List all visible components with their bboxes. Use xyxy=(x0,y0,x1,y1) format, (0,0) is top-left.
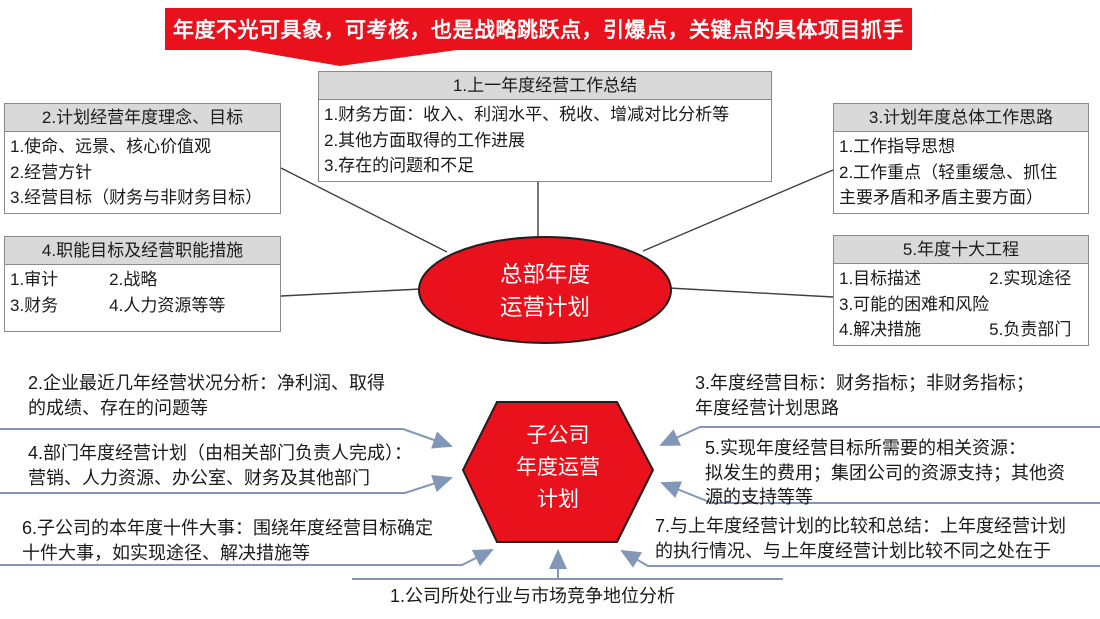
arrow-note7 xyxy=(620,550,1100,568)
hq-box-3-overall-work-approach: 3.计划年度总体工作思路 1.工作指导思想 2.工作重点（轻重缓急、抓住 主要矛… xyxy=(833,103,1089,214)
arrow-note3 xyxy=(659,426,1100,446)
box-body: 1.目标描述 2.实现途径 3.可能的困难和风险 4.解决措施 5.负责部门 xyxy=(839,269,1072,339)
hq-box-4-functional-goals-measures: 4.职能目标及经营职能措施 1.审计 2.战略 3.财务 4.人力资源等等 xyxy=(4,236,281,332)
connector-box4 xyxy=(280,288,422,297)
hq-plan-ellipse xyxy=(418,236,672,344)
arrow-note6 xyxy=(0,549,494,567)
box-title: 2.计划经营年度理念、目标 xyxy=(5,104,280,132)
banner-text: 年度不光可具象，可考核，也是战略跳跃点，引爆点，关键点的具体项目抓手 xyxy=(173,19,904,42)
box-title: 3.计划年度总体工作思路 xyxy=(834,104,1088,132)
note-3-annual-goals: 3.年度经营目标：财务指标；非财务指标； 年度经营计划思路 xyxy=(695,373,1035,418)
note-1-industry-position: 1.公司所处行业与市场竞争地位分析 xyxy=(390,586,676,606)
box-title: 5.年度十大工程 xyxy=(834,236,1088,264)
subsidiary-plan-label: 子公司 年度运营 计划 xyxy=(516,424,600,511)
hq-box-1-prev-year-summary: 1.上一年度经营工作总结 1.财务方面：收入、利润水平、税收、增减对比分析等 2… xyxy=(318,71,772,182)
note-6-ten-major-events: 6.子公司的本年度十件大事：围绕年度经营目标确定 十件大事，如实现途径、解决措施… xyxy=(22,518,434,563)
note-5-required-resources: 5.实现年度经营目标所需要的相关资源： 拟发生的费用；集团公司的资源支持；其他资… xyxy=(705,438,1065,507)
hq-plan-label: 总部年度 运营计划 xyxy=(499,262,590,320)
note-4-department-plans: 4.部门年度经营计划（由相关部门负责人完成）： 营销、人力资源、办公室、财务及其… xyxy=(28,443,413,488)
box-body: 1.财务方面：收入、利润水平、税收、增减对比分析等 2.其他方面取得的工作进展 … xyxy=(324,105,730,175)
connector-box3 xyxy=(642,169,834,252)
arrow-note4 xyxy=(0,475,453,494)
connector-box2 xyxy=(280,167,448,253)
box-body: 1.使命、远景、核心价值观 2.经营方针 3.经营目标（财务与非财务目标） xyxy=(10,137,263,207)
hq-box-2-annual-philosophy-goals: 2.计划经营年度理念、目标 1.使命、远景、核心价值观 2.经营方针 3.经营目… xyxy=(4,103,281,214)
arrow-note5 xyxy=(660,481,1100,504)
note-2-recent-years-analysis: 2.企业最近几年经营状况分析：净利润、取得 的成绩、存在的问题等 xyxy=(28,373,386,418)
box-body: 1.审计 2.战略 3.财务 4.人力资源等等 xyxy=(10,270,226,315)
box-body: 1.工作指导思想 2.工作重点（轻重缓急、抓住 主要矛盾和矛盾主要方面） xyxy=(839,137,1058,207)
banner-ribbon-shape xyxy=(165,8,912,66)
subsidiary-plan-hexagon xyxy=(461,401,655,543)
arrow-note2 xyxy=(0,428,453,449)
hq-box-5-ten-key-projects: 5.年度十大工程 1.目标描述 2.实现途径 3.可能的困难和风险 4.解决措施… xyxy=(833,235,1089,346)
connector-box5 xyxy=(668,287,834,298)
box-title: 1.上一年度经营工作总结 xyxy=(319,72,771,100)
note-7-comparison-with-last-year: 7.与上年度经营计划的比较和总结：上年度经营计划 的执行情况、与上年度经营计划比… xyxy=(655,516,1067,561)
box-title: 4.职能目标及经营职能措施 xyxy=(5,237,280,265)
